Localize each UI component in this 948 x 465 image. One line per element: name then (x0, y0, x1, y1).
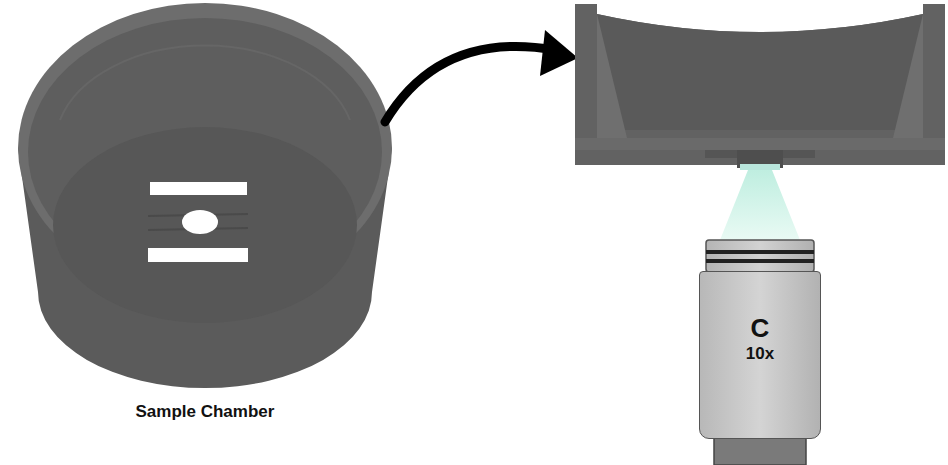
arrow-head (540, 30, 578, 76)
sample-chamber (18, 3, 392, 388)
chamber-section (575, 4, 945, 170)
coverslip (740, 164, 780, 170)
objective-ring (706, 259, 814, 263)
section-floor (575, 138, 945, 150)
part-label: Sample Chamber (136, 402, 275, 422)
section-body (575, 4, 945, 165)
light-cone (720, 170, 800, 240)
section-backwall (597, 14, 923, 130)
chamber-floor (53, 127, 357, 323)
slot (148, 248, 248, 262)
objective-ring (706, 250, 814, 254)
objective-brand: C (751, 314, 770, 343)
section-chamfer (893, 14, 923, 138)
magnification-label: 10x (746, 345, 774, 364)
objective-body: C 10x (699, 271, 821, 439)
chamber-shade (60, 46, 350, 120)
window-hole (182, 210, 218, 234)
slot (150, 182, 247, 195)
section-chamfer (597, 14, 627, 138)
objective-cap (706, 240, 814, 272)
arrow-shaft (385, 46, 555, 122)
objective-mount (714, 436, 806, 465)
curved-arrow (385, 30, 578, 122)
